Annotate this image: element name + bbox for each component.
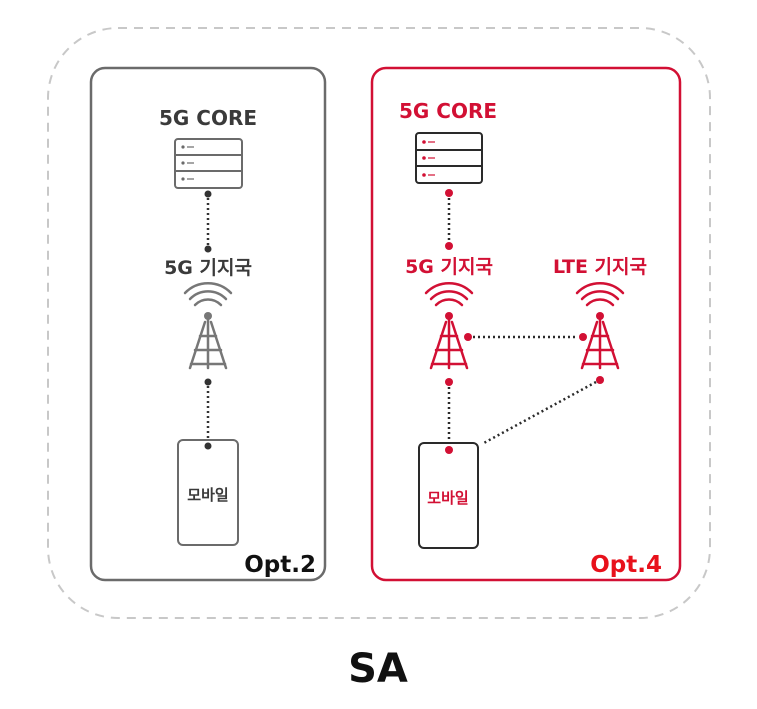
right-5g-tower-icon (424, 282, 474, 370)
right-5g-lte-link (464, 333, 587, 341)
left-core-label: 5G CORE (159, 106, 257, 130)
right-panel: 5G CORE 5G 기지국 LTE 기지국 (370, 66, 682, 582)
diagram-caption: SA (348, 646, 408, 692)
left-tower-icon (183, 282, 233, 370)
right-lte-station-label: LTE 기지국 (553, 256, 647, 278)
right-mobile-label: 모바일 (427, 489, 468, 507)
right-server-icon (415, 132, 483, 184)
left-panel: 5G CORE 5G 기지국 (89, 66, 327, 582)
right-core-label: 5G CORE (399, 99, 497, 123)
left-mobile-phone (177, 439, 239, 546)
left-panel-frame (89, 66, 327, 582)
right-5g-station-label: 5G 기지국 (405, 256, 493, 278)
left-option-label: Opt.2 (244, 552, 316, 578)
right-panel-frame (370, 66, 682, 582)
right-lte-mobile-link (481, 376, 604, 446)
right-option-label: Opt.4 (590, 552, 662, 578)
left-station-label: 5G 기지국 (164, 257, 252, 279)
left-server-icon (174, 138, 243, 189)
left-mobile-label: 모바일 (187, 486, 228, 504)
right-core-station-link (445, 189, 453, 250)
right-lte-tower-icon (575, 282, 625, 370)
left-core-station-link (204, 190, 212, 253)
outer-dashed-container (47, 27, 711, 619)
right-mobile-phone (418, 442, 479, 549)
left-station-mobile-link (204, 378, 212, 450)
right-5g-mobile-link (445, 378, 453, 454)
